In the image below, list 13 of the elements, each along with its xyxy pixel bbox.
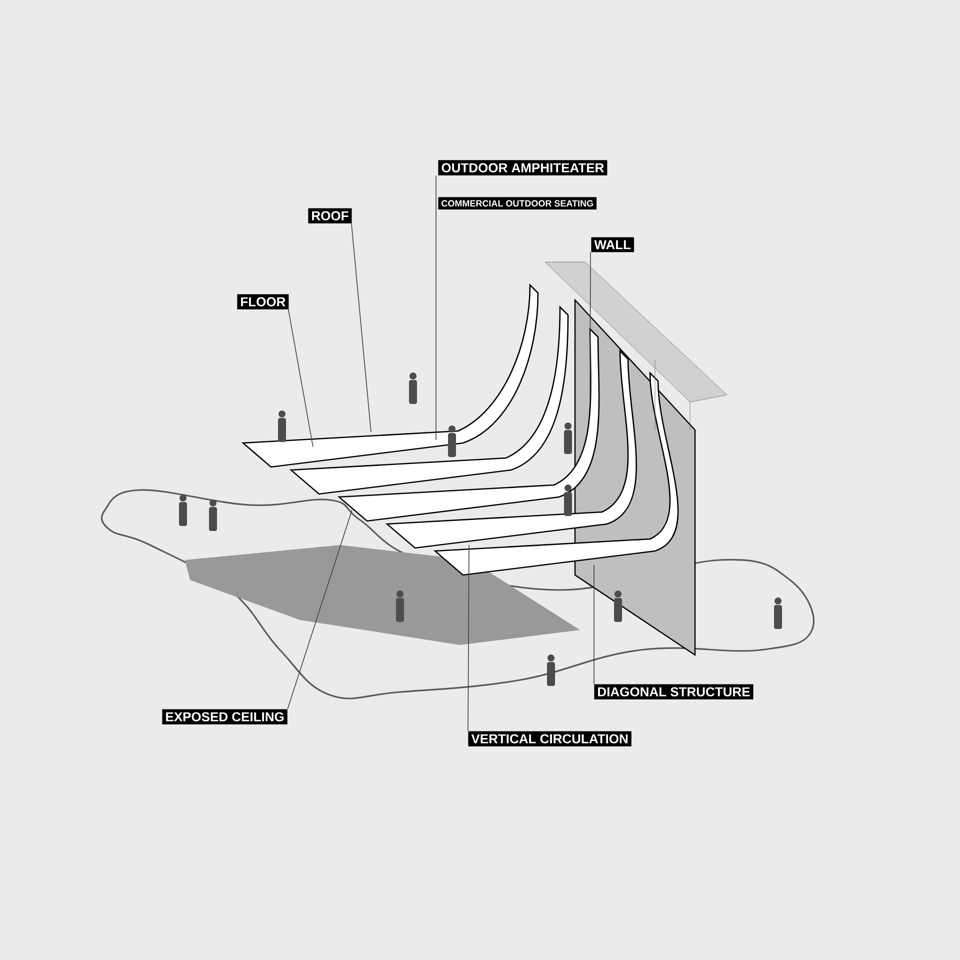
label-tag: COMMERCIAL OUTDOOR SEATING (438, 197, 597, 210)
label-tag: WALL (591, 237, 634, 252)
leader-line (351, 223, 372, 432)
label-tag: EXPOSED CEILING (162, 709, 288, 724)
leader-line (287, 510, 352, 710)
leader-line (288, 309, 314, 448)
label-tag: FLOOR (237, 294, 289, 310)
label-tag: DIAGONAL STRUCTURE (594, 684, 754, 700)
leader-line (590, 252, 591, 400)
leader-line (468, 544, 470, 732)
label-tag: ROOF (308, 208, 352, 224)
label-tag: VERTICAL CIRCULATION (468, 731, 632, 746)
label-tag: OUTDOOR AMPHITEATER (438, 160, 608, 176)
